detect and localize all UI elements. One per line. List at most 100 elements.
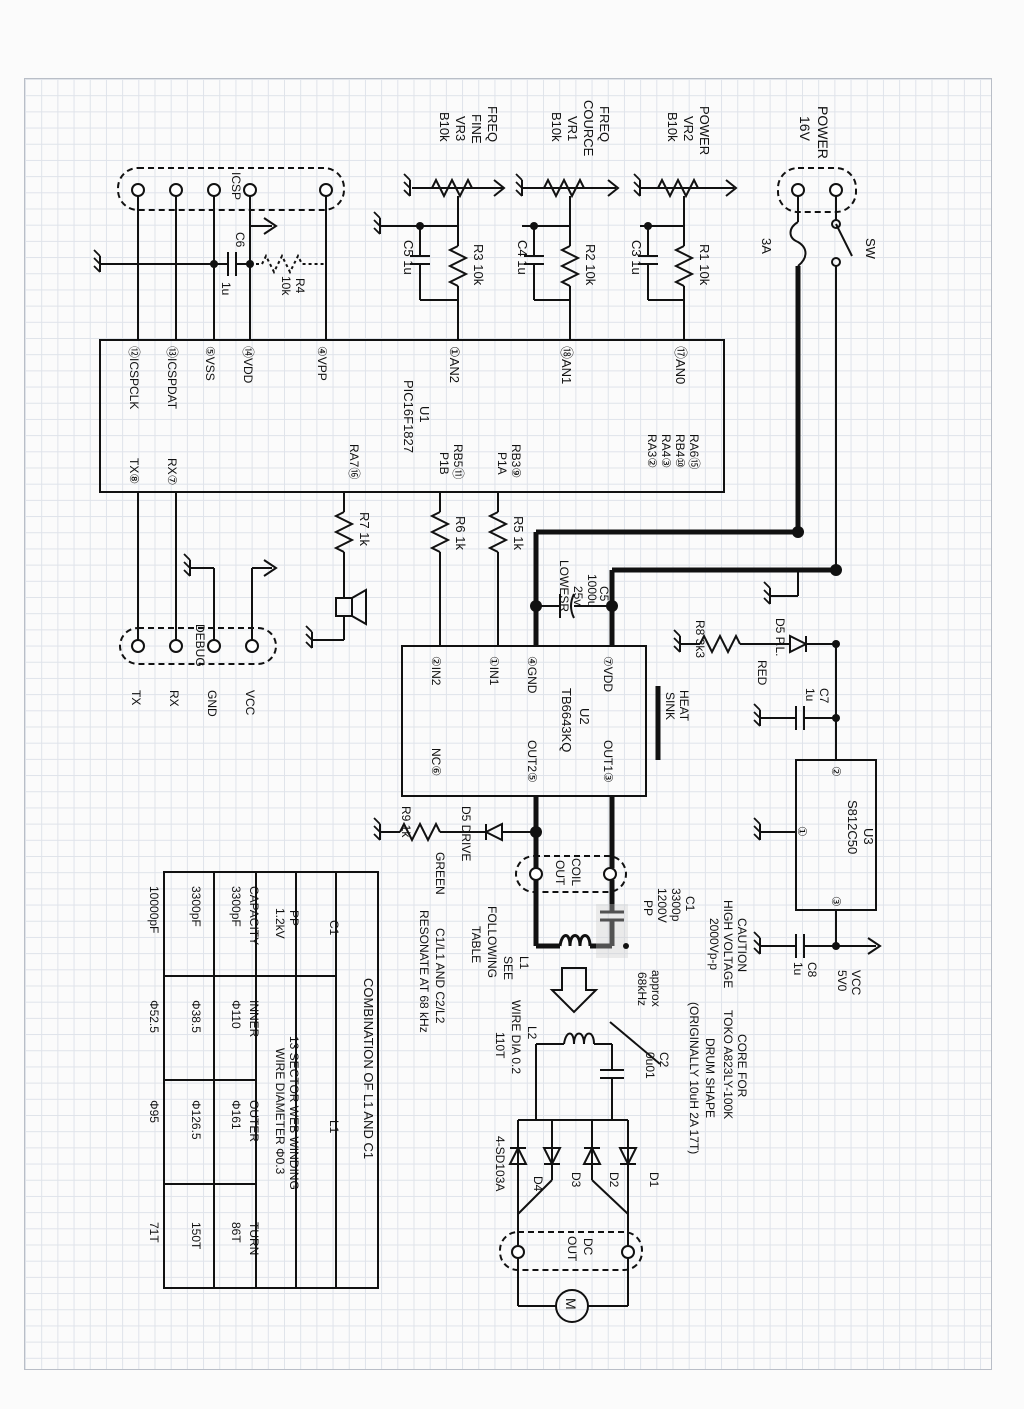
debug-pin-2: GND	[205, 690, 219, 717]
u3-part: S812C50	[845, 800, 860, 854]
u1-rpin-3: RA3②	[645, 434, 659, 468]
vr3-label4: B10k	[437, 112, 452, 142]
vr1-label2: COURCE	[581, 100, 596, 157]
vr2-label1: POWER	[697, 106, 712, 155]
d2: D2	[607, 1172, 621, 1188]
debug-pin-1: RX	[167, 690, 181, 707]
c5-big-l4: LOWESR	[557, 560, 571, 612]
table-cell-1-3: 150T	[189, 1222, 203, 1250]
table-l1-header: L1	[327, 1120, 341, 1134]
table-cell-0-3: 86T	[229, 1222, 243, 1243]
core-0: CORE FOR	[735, 1034, 749, 1098]
heat-label: HEAT	[677, 690, 691, 722]
d3: D3	[569, 1172, 583, 1188]
u2-part: TB6643KQ	[559, 688, 574, 752]
vr1-label3: VR1	[565, 116, 580, 141]
fuse-rating: 3A	[759, 238, 774, 254]
r7-label: R7 1k	[357, 512, 372, 546]
power-connector	[777, 167, 857, 213]
vcc-value: 5V0	[835, 970, 849, 992]
an1-pin: ⑱AN1	[559, 346, 574, 384]
u2-nc6: NC⑥	[429, 748, 443, 776]
u3-pin1: ①	[795, 826, 809, 837]
u1-part: PIC16F1827	[401, 380, 416, 453]
table-cell-1-1: Φ38.5	[189, 1000, 203, 1033]
u1-pin-1: ⑬ICSPDAT	[165, 346, 179, 410]
u2-ref: U2	[577, 708, 592, 725]
r2-label: R2 10k	[583, 244, 598, 286]
table-cell-0-0: 3300pF	[229, 886, 243, 927]
u1-rpin-1: RB4⑩	[673, 434, 687, 468]
u1-pin-4: ④VPP	[315, 346, 329, 381]
c5-small-label: C5 1u	[401, 240, 416, 275]
table-cell-0-1: Φ110	[229, 1000, 243, 1029]
core-3: (ORIGINALLY 10uH 2A 17T)	[687, 1002, 701, 1154]
u1-p1a: P1A	[495, 452, 509, 475]
approx-0: approx	[649, 970, 663, 1007]
vr1-label1: FREQ	[597, 106, 612, 142]
an0-pin: ⑰AN0	[673, 346, 688, 384]
table-cell-0-2: Φ161	[229, 1100, 243, 1130]
c7-value: 1u	[803, 688, 817, 701]
u1-rx-pin: RX⑦	[165, 458, 179, 485]
d1: D1	[647, 1172, 661, 1188]
l2-0: L2	[525, 1026, 539, 1040]
debug-label: DEBUG	[193, 624, 207, 667]
u3-pin2: ②	[829, 766, 843, 777]
r5-label: R5 1k	[511, 516, 526, 550]
d5-drive-label: D5 DRIVE	[459, 806, 473, 861]
u2-gnd: ④GND	[525, 656, 539, 694]
table-voltage: 1.2kV	[273, 908, 287, 939]
out-label: OUT	[553, 860, 567, 886]
u3-ref: U3	[861, 828, 876, 845]
table-wire: WIRE DIAMETER Φ0.3	[273, 1048, 287, 1175]
l1-2: FOLLOWING	[485, 906, 499, 978]
vcc-label: VCC	[849, 970, 863, 996]
u1-ra7-pin: RA7⑯	[347, 444, 361, 479]
table-cell-2-2: Φ95	[147, 1100, 161, 1123]
u1-rpin-2: RA4③	[659, 434, 673, 468]
table-col-3: TURN	[247, 1222, 261, 1255]
vr3-label1: FREQ	[485, 106, 500, 142]
table-title: COMBINATION OF L1 AND C1	[361, 978, 376, 1159]
c5-big-l1: C5	[597, 586, 611, 602]
d4: D4	[531, 1176, 545, 1192]
u2-in1: ①IN1	[487, 656, 501, 686]
r8-label: R8 3k3	[693, 620, 707, 658]
c5-big-l3: 25v	[571, 586, 585, 605]
vr2-label3: B10k	[665, 112, 680, 142]
debug-pin-0: TX	[129, 690, 143, 705]
u2-body	[401, 645, 647, 797]
u2-in2: ②IN2	[429, 656, 443, 686]
vr1-label4: B10k	[549, 112, 564, 142]
u1-body	[99, 339, 725, 493]
c7-label: C7	[817, 688, 831, 704]
u2-vdd: ⑦VDD	[601, 656, 615, 692]
resonate-1: RESONATE AT 68 kHz	[417, 910, 431, 1033]
l2-1: WIRE DIA 0.2	[509, 1000, 523, 1074]
u1-pin-2: ⑤VSS	[203, 346, 217, 381]
table-pp: PP	[287, 910, 301, 926]
coil-out-connector	[515, 855, 627, 893]
dc-out-connector	[499, 1231, 643, 1271]
caution-1: HIGH VOLTAGE	[721, 900, 735, 988]
resonate-0: C1/L1 AND C2/L2	[433, 928, 447, 1024]
debug-connector	[119, 627, 277, 665]
table-col-0: CAPACITY	[247, 886, 261, 945]
dc-out-label: OUT	[565, 1236, 579, 1262]
green-label: GREEN	[433, 852, 447, 895]
c2-1: 0u01	[643, 1052, 657, 1079]
c1-l0: C1	[683, 896, 697, 912]
core-1: TOKO A823LY-100K	[721, 1010, 735, 1119]
table-cell-2-1: Φ52.5	[147, 1000, 161, 1033]
l2-2: 110T	[493, 1032, 507, 1059]
core-2: DRUM SHAPE	[703, 1038, 717, 1118]
u1-rpin-0: RA6⑮	[687, 434, 701, 469]
c1-l1: 3300p	[669, 888, 683, 922]
table-cell-2-3: 71T	[147, 1222, 161, 1243]
c4-label: C4 1u	[515, 240, 530, 275]
u1-rb5-pin: RB5⑪	[451, 444, 465, 479]
u1-pin-3: ⑭VDD	[241, 346, 255, 384]
u2-out1: OUT1③	[601, 740, 615, 783]
